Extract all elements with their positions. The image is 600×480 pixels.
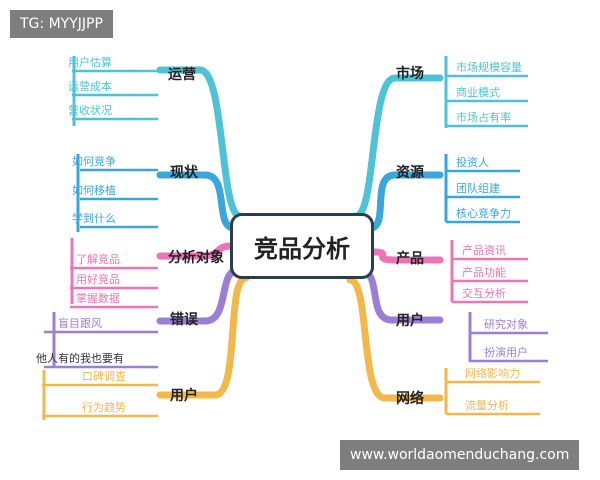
- branch-line: [346, 276, 444, 402]
- center-title: 竞品分析: [254, 234, 350, 263]
- branch-label: 产品: [396, 250, 424, 267]
- branch-line: [156, 171, 238, 232]
- branch-label: 现状: [170, 164, 199, 181]
- item-label: 了解竞品: [76, 252, 120, 266]
- item-label: 运营成本: [68, 79, 112, 93]
- branch-label: 分析对象: [168, 249, 224, 266]
- branch-line: [156, 242, 236, 260]
- item-label: 商业模式: [456, 85, 500, 99]
- item-label: 掌握数据: [76, 291, 120, 305]
- item-label: 如何竞争: [72, 154, 116, 168]
- item-label: 行为趋势: [82, 401, 126, 414]
- item-label: 研究对象: [484, 317, 528, 331]
- branch-label: 市场: [396, 65, 424, 82]
- item-label: 营收状况: [68, 103, 112, 117]
- item-label: 交互分析: [462, 286, 506, 300]
- item-label: 团队组建: [456, 181, 500, 195]
- branch-label: 运营: [168, 66, 196, 83]
- branch-label: 用户: [396, 312, 424, 329]
- branch-line: [352, 74, 444, 220]
- item-label: 产品资讯: [462, 243, 506, 257]
- watermark-top: TG: MYYJJPP: [10, 10, 113, 38]
- item-label: 产品功能: [462, 265, 506, 279]
- branch-line: [156, 274, 250, 399]
- branch-label: 网络: [396, 390, 424, 407]
- center-node: 竞品分析: [230, 213, 374, 279]
- item-label: 扮演用户: [484, 345, 528, 359]
- item-label: 网络影响力: [465, 366, 520, 380]
- item-label: 用好竞品: [76, 272, 120, 286]
- branch-label: 错误: [170, 311, 199, 328]
- branch-line: [156, 66, 244, 220]
- item-label: 市场规模容量: [456, 60, 522, 74]
- branch-label: 用户: [170, 387, 198, 404]
- branch-label: 资源: [396, 164, 424, 181]
- item-label: 学到什么: [72, 211, 116, 225]
- watermark-bottom: www.worldaomenduchang.com: [340, 440, 580, 470]
- item-label: 核心竞争力: [456, 206, 511, 220]
- item-label: 盲目跟风: [58, 316, 102, 330]
- item-label: 流量分析: [465, 398, 509, 412]
- item-label: 市场占有率: [456, 110, 511, 124]
- branch-line: [366, 171, 444, 232]
- item-label: 用户估算: [68, 55, 112, 69]
- branch-line: [370, 248, 444, 264]
- item-label: 投资人: [456, 155, 489, 169]
- item-label: 如何移植: [72, 183, 116, 197]
- item-label: 他人有的我也要有: [36, 351, 124, 365]
- item-label: 口碑调查: [82, 369, 126, 383]
